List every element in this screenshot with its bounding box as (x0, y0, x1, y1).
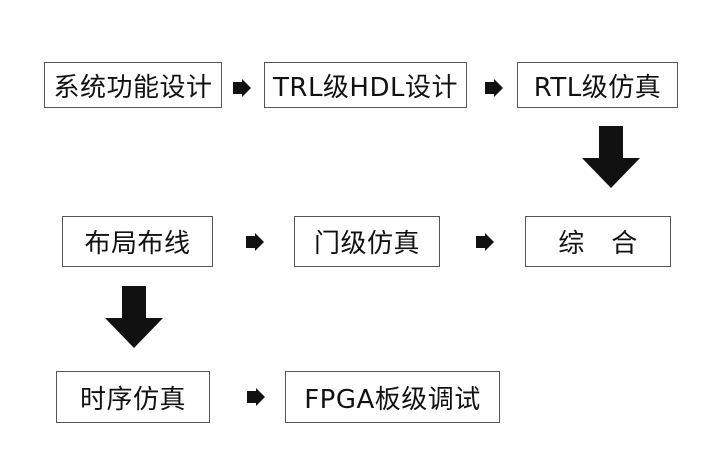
arrow-right-icon (247, 388, 265, 406)
arrow-right-icon (485, 79, 503, 97)
step-label: TRL级HDL设计 (273, 72, 458, 103)
step-synthesis: 综 合 (525, 216, 671, 267)
arrow-right-icon (233, 79, 251, 97)
step-label: RTL级仿真 (533, 72, 662, 103)
step-label: 布局布线 (84, 229, 191, 259)
arrow-down-icon (105, 286, 163, 348)
arrow-left-icon (246, 233, 264, 251)
step-label: FPGA板级调试 (304, 384, 481, 415)
step-place-and-route: 布局布线 (62, 216, 213, 267)
step-system-function-design: 系统功能设计 (44, 62, 222, 108)
arrow-left-icon (476, 233, 494, 251)
arrow-down-icon (582, 126, 640, 188)
step-timing-simulation: 时序仿真 (56, 371, 210, 423)
step-trl-hdl-design: TRL级HDL设计 (264, 62, 467, 108)
step-label: 门级仿真 (313, 229, 420, 259)
step-label: 综 合 (558, 229, 638, 259)
step-fpga-board-debug: FPGA板级调试 (285, 371, 500, 423)
step-gate-level-simulation: 门级仿真 (294, 216, 440, 267)
step-rtl-simulation: RTL级仿真 (517, 62, 678, 108)
step-label: 时序仿真 (79, 384, 186, 415)
step-label: 系统功能设计 (53, 72, 213, 103)
